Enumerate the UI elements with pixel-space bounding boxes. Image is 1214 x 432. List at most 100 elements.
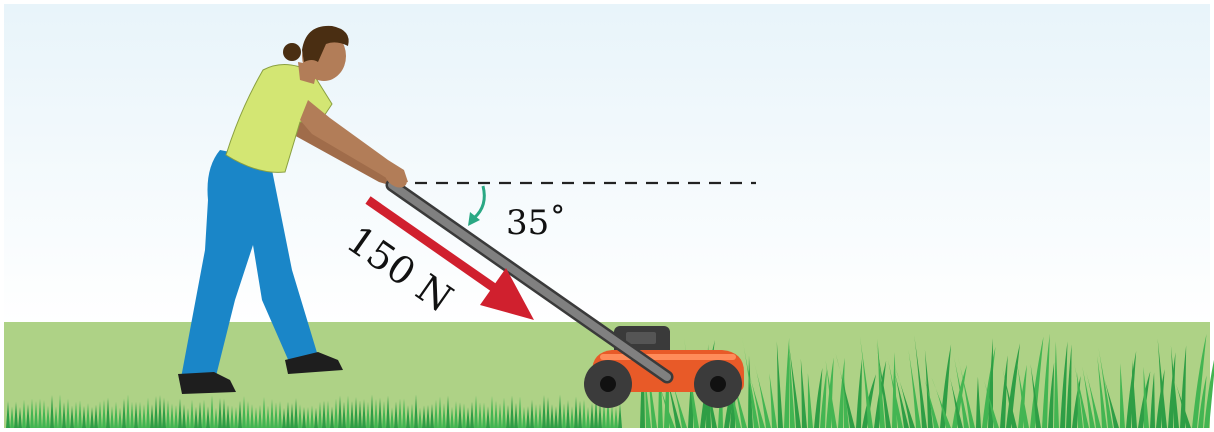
grass-blade (158, 395, 162, 428)
grass-blade (574, 396, 578, 428)
grass-blade (254, 407, 258, 428)
grass-blade (1054, 341, 1059, 428)
grass-blade (1180, 345, 1187, 428)
grass-blade (769, 373, 777, 428)
grass-blade (1157, 338, 1167, 428)
front-arm (300, 100, 408, 184)
grass-blade (122, 398, 126, 428)
grass-blade (130, 401, 134, 428)
grass-blade (526, 406, 530, 428)
grass-blade (1086, 371, 1101, 428)
grass-blade (362, 399, 366, 428)
grass-blade (418, 407, 422, 428)
front-shoe (178, 372, 236, 394)
grass-blade (602, 401, 606, 428)
grass-blade (754, 363, 771, 428)
grass-blade (170, 403, 174, 428)
grass-blade (354, 396, 358, 428)
grass-blade (10, 406, 14, 428)
grass-blade (366, 401, 370, 428)
grass-blade (490, 396, 494, 428)
back-shoe (285, 352, 343, 374)
grass-blade (318, 401, 322, 428)
grass-blade (1192, 334, 1207, 428)
grass-blade (1030, 363, 1041, 428)
grass-blade (749, 374, 765, 428)
grass-blade (1060, 341, 1068, 428)
grass-blade (856, 358, 863, 428)
grass-blade (1077, 372, 1083, 428)
grass-blade (70, 405, 74, 428)
grass-blade (618, 403, 622, 428)
grass-blade (434, 399, 438, 428)
grass-blade (26, 404, 30, 428)
grass-blade (6, 401, 10, 428)
grass-blade (190, 399, 194, 428)
grass-blade (741, 335, 759, 428)
grass-blade (957, 356, 975, 428)
grass-blade (74, 401, 78, 428)
grass-blade (1204, 359, 1214, 428)
mower-engine-cap (626, 332, 656, 344)
grass-blade (800, 358, 807, 428)
grass-blade (1000, 355, 1008, 428)
grass-blade (310, 405, 314, 428)
grass-blade (342, 401, 346, 428)
grass-blade (150, 404, 154, 428)
grass-blade (514, 402, 518, 428)
grass-blade (382, 400, 386, 428)
grass-blade (1066, 344, 1072, 428)
grass-blade (178, 398, 182, 428)
grass-blade (14, 401, 18, 428)
grass-blade (394, 401, 398, 428)
grass-blade (1048, 362, 1055, 428)
grass-blade (661, 357, 681, 428)
grass-blade (186, 407, 190, 428)
grass-blade (390, 407, 394, 428)
grass-blade (482, 402, 486, 428)
grass-blade (274, 402, 278, 428)
grass-blade (594, 397, 598, 428)
grass-blade (895, 367, 915, 428)
grass-blade (38, 398, 42, 428)
grass-blade (174, 404, 178, 428)
grass (6, 333, 1214, 428)
grass-blade (876, 342, 891, 428)
grass-blade (278, 401, 282, 428)
grass-blade (554, 406, 558, 428)
grass-blade (1126, 350, 1137, 428)
grass-blade (788, 342, 801, 428)
grass-blade (182, 404, 186, 428)
grass-blade (976, 376, 981, 428)
force-arrow-head (480, 268, 534, 320)
grass-blade (94, 404, 98, 428)
grass-blade (198, 401, 202, 428)
grass-blade (298, 404, 302, 428)
grass-blade (885, 349, 903, 428)
grass-blade (478, 402, 482, 428)
grass-blade (952, 350, 969, 428)
pants (181, 150, 318, 380)
grass-blade (908, 349, 921, 428)
grass-blade (1198, 375, 1207, 428)
hair (302, 25, 349, 62)
grass-blade (110, 406, 114, 428)
grass-blade (788, 344, 795, 428)
grass-blade (102, 399, 106, 428)
grass-blade (166, 400, 170, 428)
grass-blade (286, 401, 290, 428)
grass-blade (106, 397, 110, 428)
grass-blade (54, 406, 58, 428)
grass-blade (598, 401, 602, 428)
grass-blade (518, 396, 522, 428)
grass-blade (410, 403, 414, 428)
grass-blade (438, 396, 442, 428)
grass-blade (1016, 360, 1029, 428)
grass-blade (462, 403, 466, 428)
grass-blade (30, 398, 34, 428)
grass-blade (406, 405, 410, 428)
grass-blade (1170, 345, 1179, 428)
person (178, 25, 408, 394)
grass-blade (206, 406, 210, 428)
